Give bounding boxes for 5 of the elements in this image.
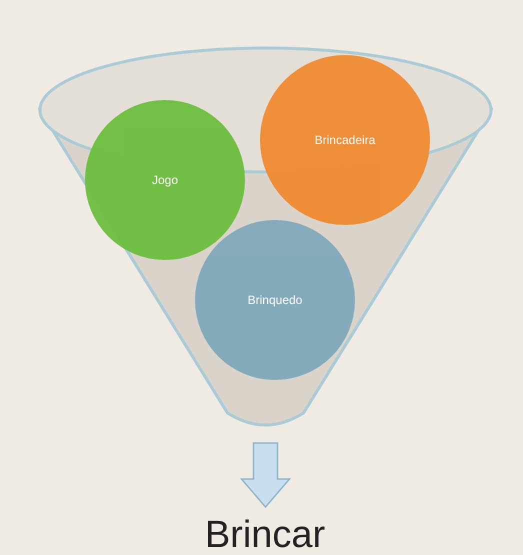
circle-label: Brincadeira <box>314 132 376 149</box>
circle-label: Brinquedo <box>248 292 302 309</box>
block-arrow <box>240 442 292 508</box>
result-label: Brincar <box>204 516 326 554</box>
circle-label: Jogo <box>152 172 178 189</box>
